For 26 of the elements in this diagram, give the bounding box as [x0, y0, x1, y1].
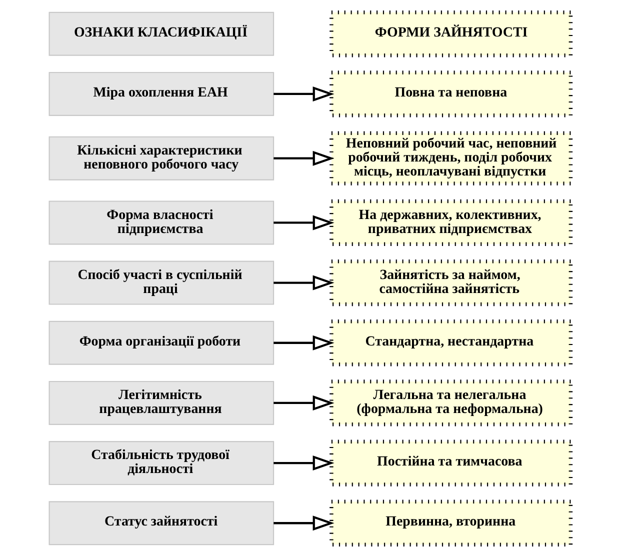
node-box: Легальна та нелегальна (формальна та неформальна) [329, 380, 572, 426]
node-box: Форма організації роботи [48, 320, 274, 365]
node-box: Спосіб участі в суспільній праці [48, 260, 274, 305]
node-box: На державних, колективних, приватних підприємствах [329, 199, 572, 246]
node-box: Первинна, вторинна [329, 500, 572, 546]
node-box: Легітимність працевлаштування [48, 380, 274, 425]
arrow [273, 86, 334, 102]
node-box: Постійна та тимчасова [329, 440, 572, 486]
node-box: Зайнятість за наймом, самостійна зайнятість [329, 259, 572, 306]
arrow [273, 275, 334, 290]
node-box: Форма власності підприємства [48, 200, 274, 245]
arrow [273, 215, 334, 230]
arrow [273, 456, 334, 471]
node-box: Неповний робочий час, неповний робочий тиждень, поділ робочих місць, неоплачувані відпустки [329, 131, 572, 186]
arrow [273, 395, 334, 410]
node-box: ОЗНАКИ КЛАСИФІКАЦІЇ [48, 12, 274, 56]
arrow [273, 516, 334, 531]
node-box: Стабільність трудової діяльності [48, 441, 274, 486]
node-box: Статус зайнятості [48, 501, 274, 546]
node-box: Стандартна, нестандартна [329, 320, 572, 366]
arrow [273, 335, 334, 350]
arrow [273, 150, 334, 166]
node-box: Повна та неповна [329, 70, 572, 118]
node-box: Кількісні характеристики неповного робочого часу [48, 136, 274, 180]
node-box: Міра охоплення ЕАН [48, 72, 274, 116]
node-box: ФОРМИ ЗАЙНЯТОСТІ [329, 10, 572, 58]
